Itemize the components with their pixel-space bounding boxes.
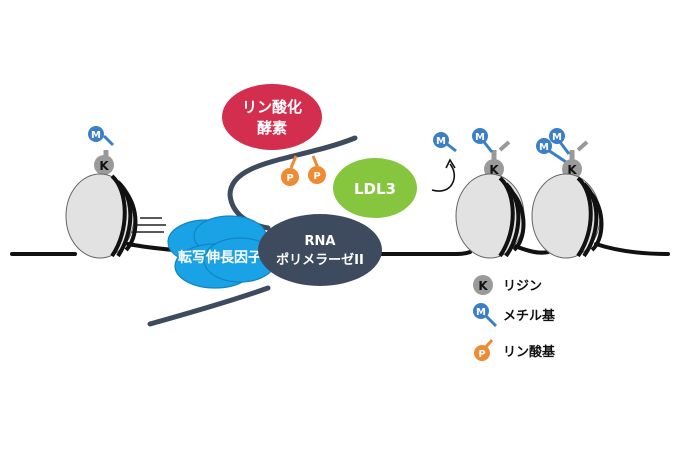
rnapol-label-line1: RNA (305, 234, 336, 249)
methyl-icon (536, 138, 552, 154)
methyl-icon (549, 128, 565, 144)
methyl-glyph: M (539, 142, 549, 153)
legend-symbol: K (478, 279, 488, 293)
legend-label: リジン (503, 279, 542, 294)
phosphate-icon (281, 168, 299, 186)
phosphate-icon (308, 166, 326, 184)
phosphate-glyph: P (313, 171, 320, 182)
nucleosome-middle: M K (455, 128, 526, 259)
rna-polymerase-ii: RNA ポリメラーゼII (258, 214, 382, 286)
legend-label: リン酸基 (503, 344, 556, 360)
methyl-glyph: M (552, 132, 562, 143)
lysine-glyph: K (489, 163, 499, 177)
lysine-glyph: K (567, 163, 577, 177)
legend-item-phosphate: P リン酸基 (474, 339, 556, 361)
elongation-factor-label: 転写伸長因子 (178, 249, 262, 266)
legend-label: メチル基 (503, 308, 556, 324)
legend: K リジン M メチル基 P リン酸基 (473, 275, 556, 361)
methyl-glyph: M (436, 136, 446, 147)
lysine-icon (473, 275, 493, 295)
kinase-label-line1: リン酸化 (242, 98, 302, 116)
ldl3-label: LDL3 (354, 180, 396, 198)
methyl-icon (433, 132, 449, 148)
released-methyl: M (431, 132, 457, 192)
lysine-glyph: K (99, 159, 109, 173)
methyl-icon (472, 128, 488, 144)
lysine-icon (94, 155, 114, 175)
ldl3: LDL3 (333, 158, 417, 218)
kinase-label-line2: 酵素 (257, 119, 287, 137)
release-arrow-icon (431, 163, 456, 192)
methyl-glyph: M (91, 130, 101, 141)
legend-item-methyl: M メチル基 (473, 303, 556, 328)
phosphate-icon (474, 345, 490, 361)
nucleosome-right: M M K (531, 128, 604, 259)
phosphate-glyph: P (286, 173, 293, 184)
methyl-glyph: M (475, 132, 485, 143)
methyl-icon (88, 126, 104, 142)
methyl-icon (473, 303, 489, 319)
legend-item-lysine: K リジン (473, 275, 542, 295)
elongation-factor: 転写伸長因子 (167, 215, 277, 289)
kinase: リン酸化 酵素 (222, 84, 322, 150)
legend-symbol: P (478, 349, 485, 360)
rnapol-label-line2: ポリメラーゼII (276, 252, 364, 268)
phosphate-groups: P P (281, 155, 326, 186)
nucleosome-left: M K (65, 126, 138, 259)
legend-symbol: M (476, 307, 486, 318)
